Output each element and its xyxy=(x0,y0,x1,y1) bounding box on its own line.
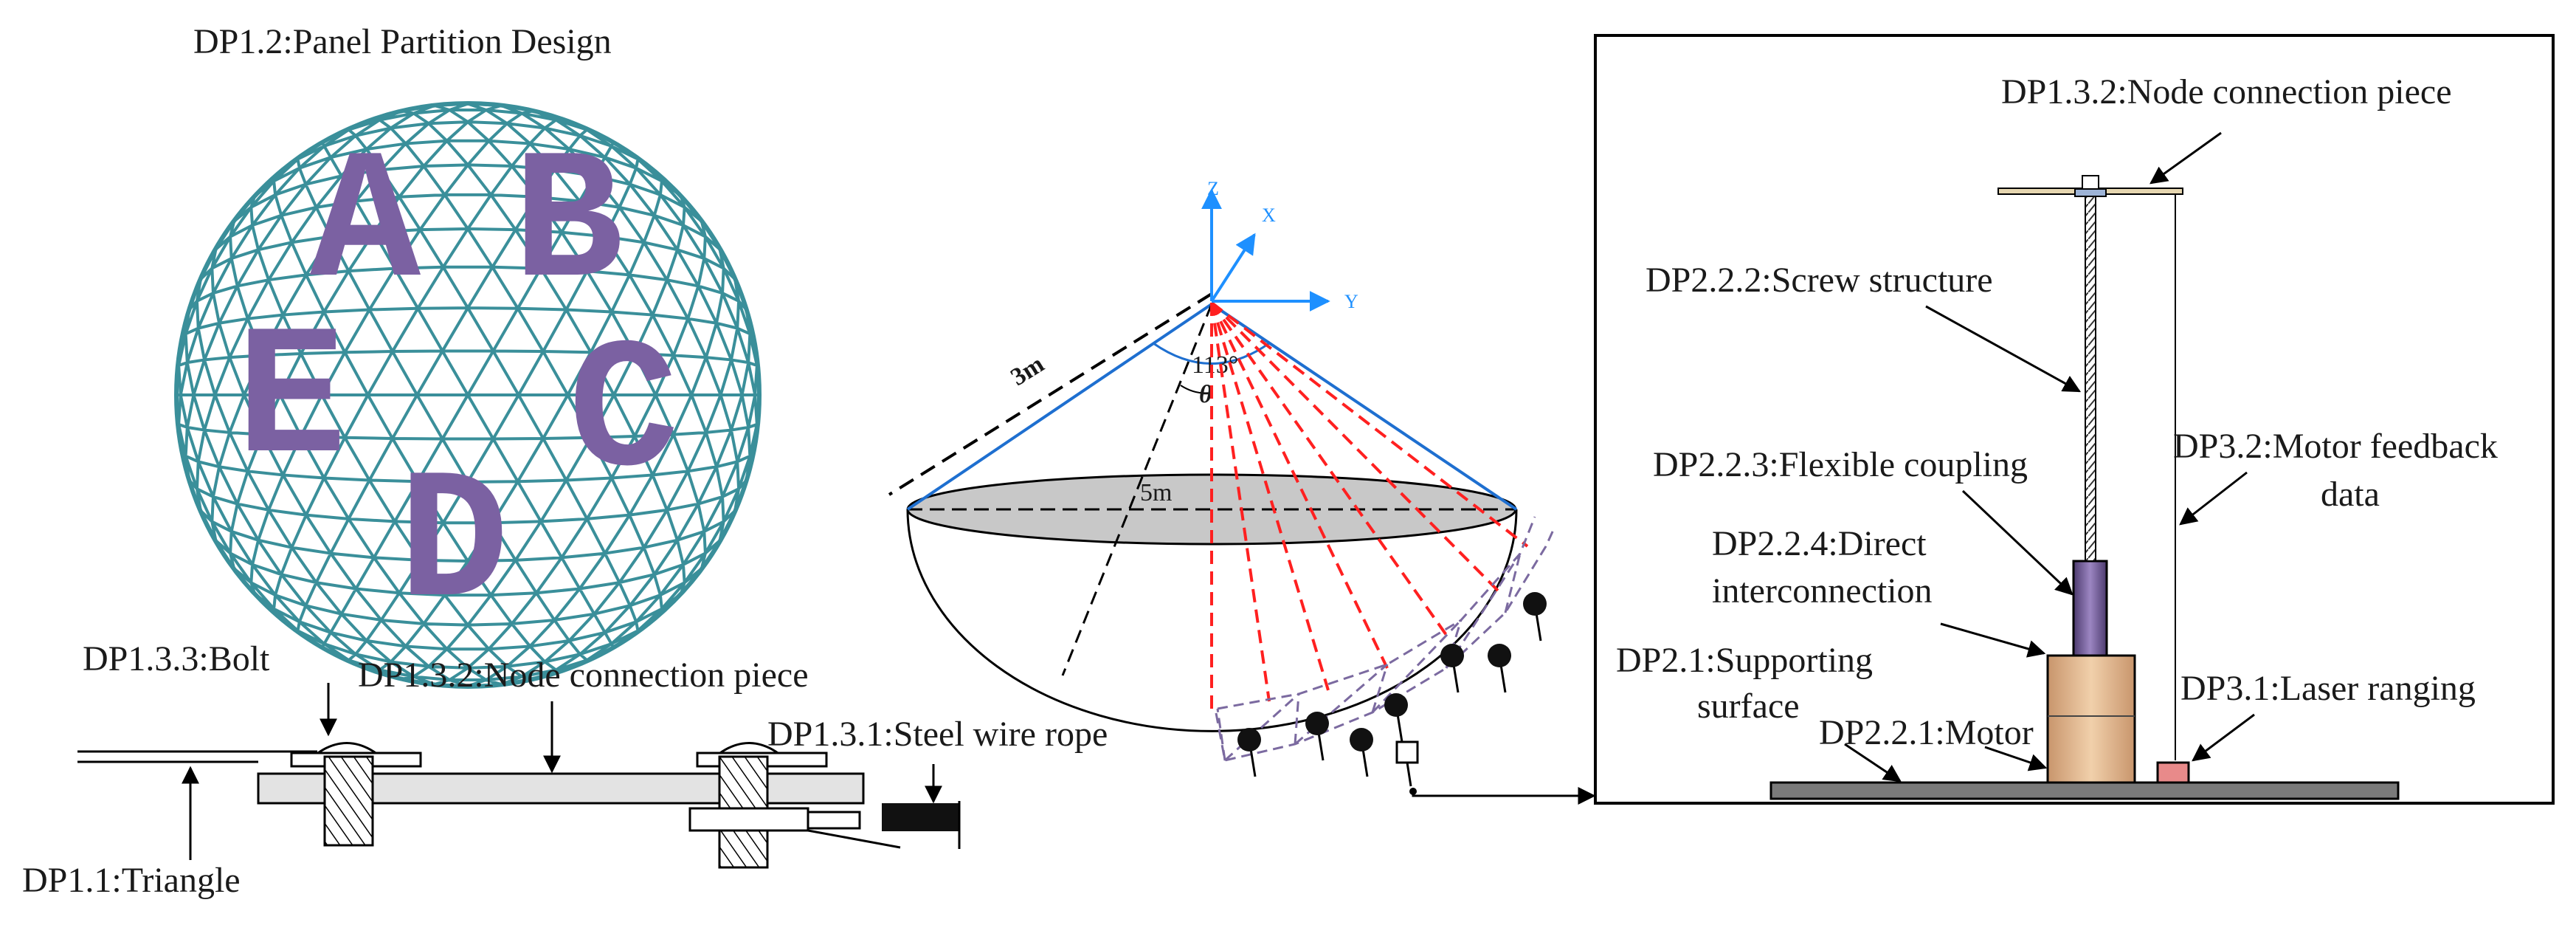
ray-line-4 xyxy=(1210,302,1389,669)
feedback-arrow xyxy=(2179,471,2248,526)
feedback-label-line1: DP3.2:Motor feedback xyxy=(2173,427,2498,466)
node-piece-label: DP1.3.2:Node connection piece xyxy=(358,656,809,695)
support-base xyxy=(1769,781,2400,800)
wire-rope-label: DP1.3.1:Steel wire rope xyxy=(767,715,1108,754)
sensor-stem xyxy=(1406,762,1412,787)
panel-partition-group: DP1.2:Panel Partition Design A B C D E xyxy=(174,22,762,689)
y-axis-label: Y xyxy=(1344,291,1358,312)
left-bolt-shank xyxy=(323,755,374,847)
actuator-nodes xyxy=(1237,592,1547,777)
bolt-label: DP1.3.3:Bolt xyxy=(83,639,270,678)
rays-group xyxy=(1210,301,1529,709)
wire-clamp-edge xyxy=(807,829,901,849)
cone-line-right xyxy=(1210,303,1518,511)
direct-label-line2: interconnection xyxy=(1712,571,1933,611)
laser-label: DP3.1:Laser ranging xyxy=(2180,669,2476,708)
motor-arrow xyxy=(1984,746,2048,771)
ray-line-2 xyxy=(1210,302,1271,702)
laser-sensor xyxy=(2156,761,2190,784)
node-detail-group: DP1.3.3:Bolt DP1.3.2:Node connection pie… xyxy=(22,639,1108,900)
node-ball-7 xyxy=(1523,592,1547,616)
flexible-coupling xyxy=(2072,560,2108,657)
callout-dot xyxy=(1409,788,1417,795)
zone-letter-e: E xyxy=(236,298,347,506)
screw-rod xyxy=(2085,190,2096,562)
motor-label: DP2.2.1:Motor xyxy=(1819,713,2034,752)
ray-line-3 xyxy=(1210,302,1330,691)
apex-angle-arc xyxy=(1153,342,1270,365)
side-length-label: 3m xyxy=(1006,351,1049,391)
direct-label-line1: DP2.2.4:Direct xyxy=(1712,524,1927,563)
right-bolt-nut xyxy=(688,807,809,832)
screw-arrow xyxy=(1925,305,2082,393)
zone-letter-c: C xyxy=(568,311,679,520)
coupling-label: DP2.2.3:Flexible coupling xyxy=(1653,445,2028,484)
wire-clamp xyxy=(807,811,861,830)
zone-letter-a: A xyxy=(310,122,421,331)
dish-group: 5m 3m 113° θ Z X Y xyxy=(888,178,1596,805)
node-ball-5 xyxy=(1440,644,1464,667)
x-axis-label: X xyxy=(1262,204,1276,226)
node-ball-3 xyxy=(1350,728,1373,752)
x-axis xyxy=(1210,233,1256,303)
direct-arrow xyxy=(1940,622,2046,658)
steel-wire-rope-end xyxy=(882,803,959,831)
screw-label: DP2.2.2:Screw structure xyxy=(1646,261,1993,300)
zone-letter-d: D xyxy=(398,441,509,650)
motor-block xyxy=(2046,654,2136,784)
theta-arc xyxy=(1180,385,1212,394)
node-ball-4 xyxy=(1384,693,1408,717)
coupling-arrow xyxy=(1961,489,2073,596)
feedback-label-line2: data xyxy=(2321,475,2380,514)
node-ball-1 xyxy=(1237,728,1261,752)
triangle-label: DP1.1:Triangle xyxy=(22,861,241,900)
zone-letter-b: B xyxy=(513,122,624,331)
ray-line-5 xyxy=(1210,301,1448,636)
support-label-line2: surface xyxy=(1697,687,1800,726)
support-arrow xyxy=(1844,743,1902,783)
node-ball-2 xyxy=(1305,712,1329,735)
panel-node-piece-arrow xyxy=(2149,131,2222,185)
detail-callout-line xyxy=(1412,787,1596,805)
laser-arrow xyxy=(2192,713,2255,762)
panel-partition-title: DP1.2:Panel Partition Design xyxy=(193,22,612,61)
diameter-label: 5m xyxy=(1140,479,1172,506)
ray-line-7 xyxy=(1210,301,1529,548)
sensor-node xyxy=(1395,740,1419,764)
node-ball-6 xyxy=(1488,644,1511,667)
theta-reference-line xyxy=(1061,303,1213,676)
side-length-line xyxy=(888,292,1213,496)
cone-line-left xyxy=(906,303,1213,511)
top-node-nut xyxy=(2074,188,2107,197)
actuator-panel: DP1.3.2:Node connection piece DP2.2.2:Sc… xyxy=(1594,34,2555,805)
panel-node-piece-label: DP1.3.2:Node connection piece xyxy=(2001,72,2452,111)
support-label-line1: DP2.1:Supporting xyxy=(1616,641,1873,680)
z-axis-label: Z xyxy=(1207,178,1219,199)
theta-label: θ xyxy=(1199,381,1212,408)
ray-line-6 xyxy=(1210,301,1499,592)
